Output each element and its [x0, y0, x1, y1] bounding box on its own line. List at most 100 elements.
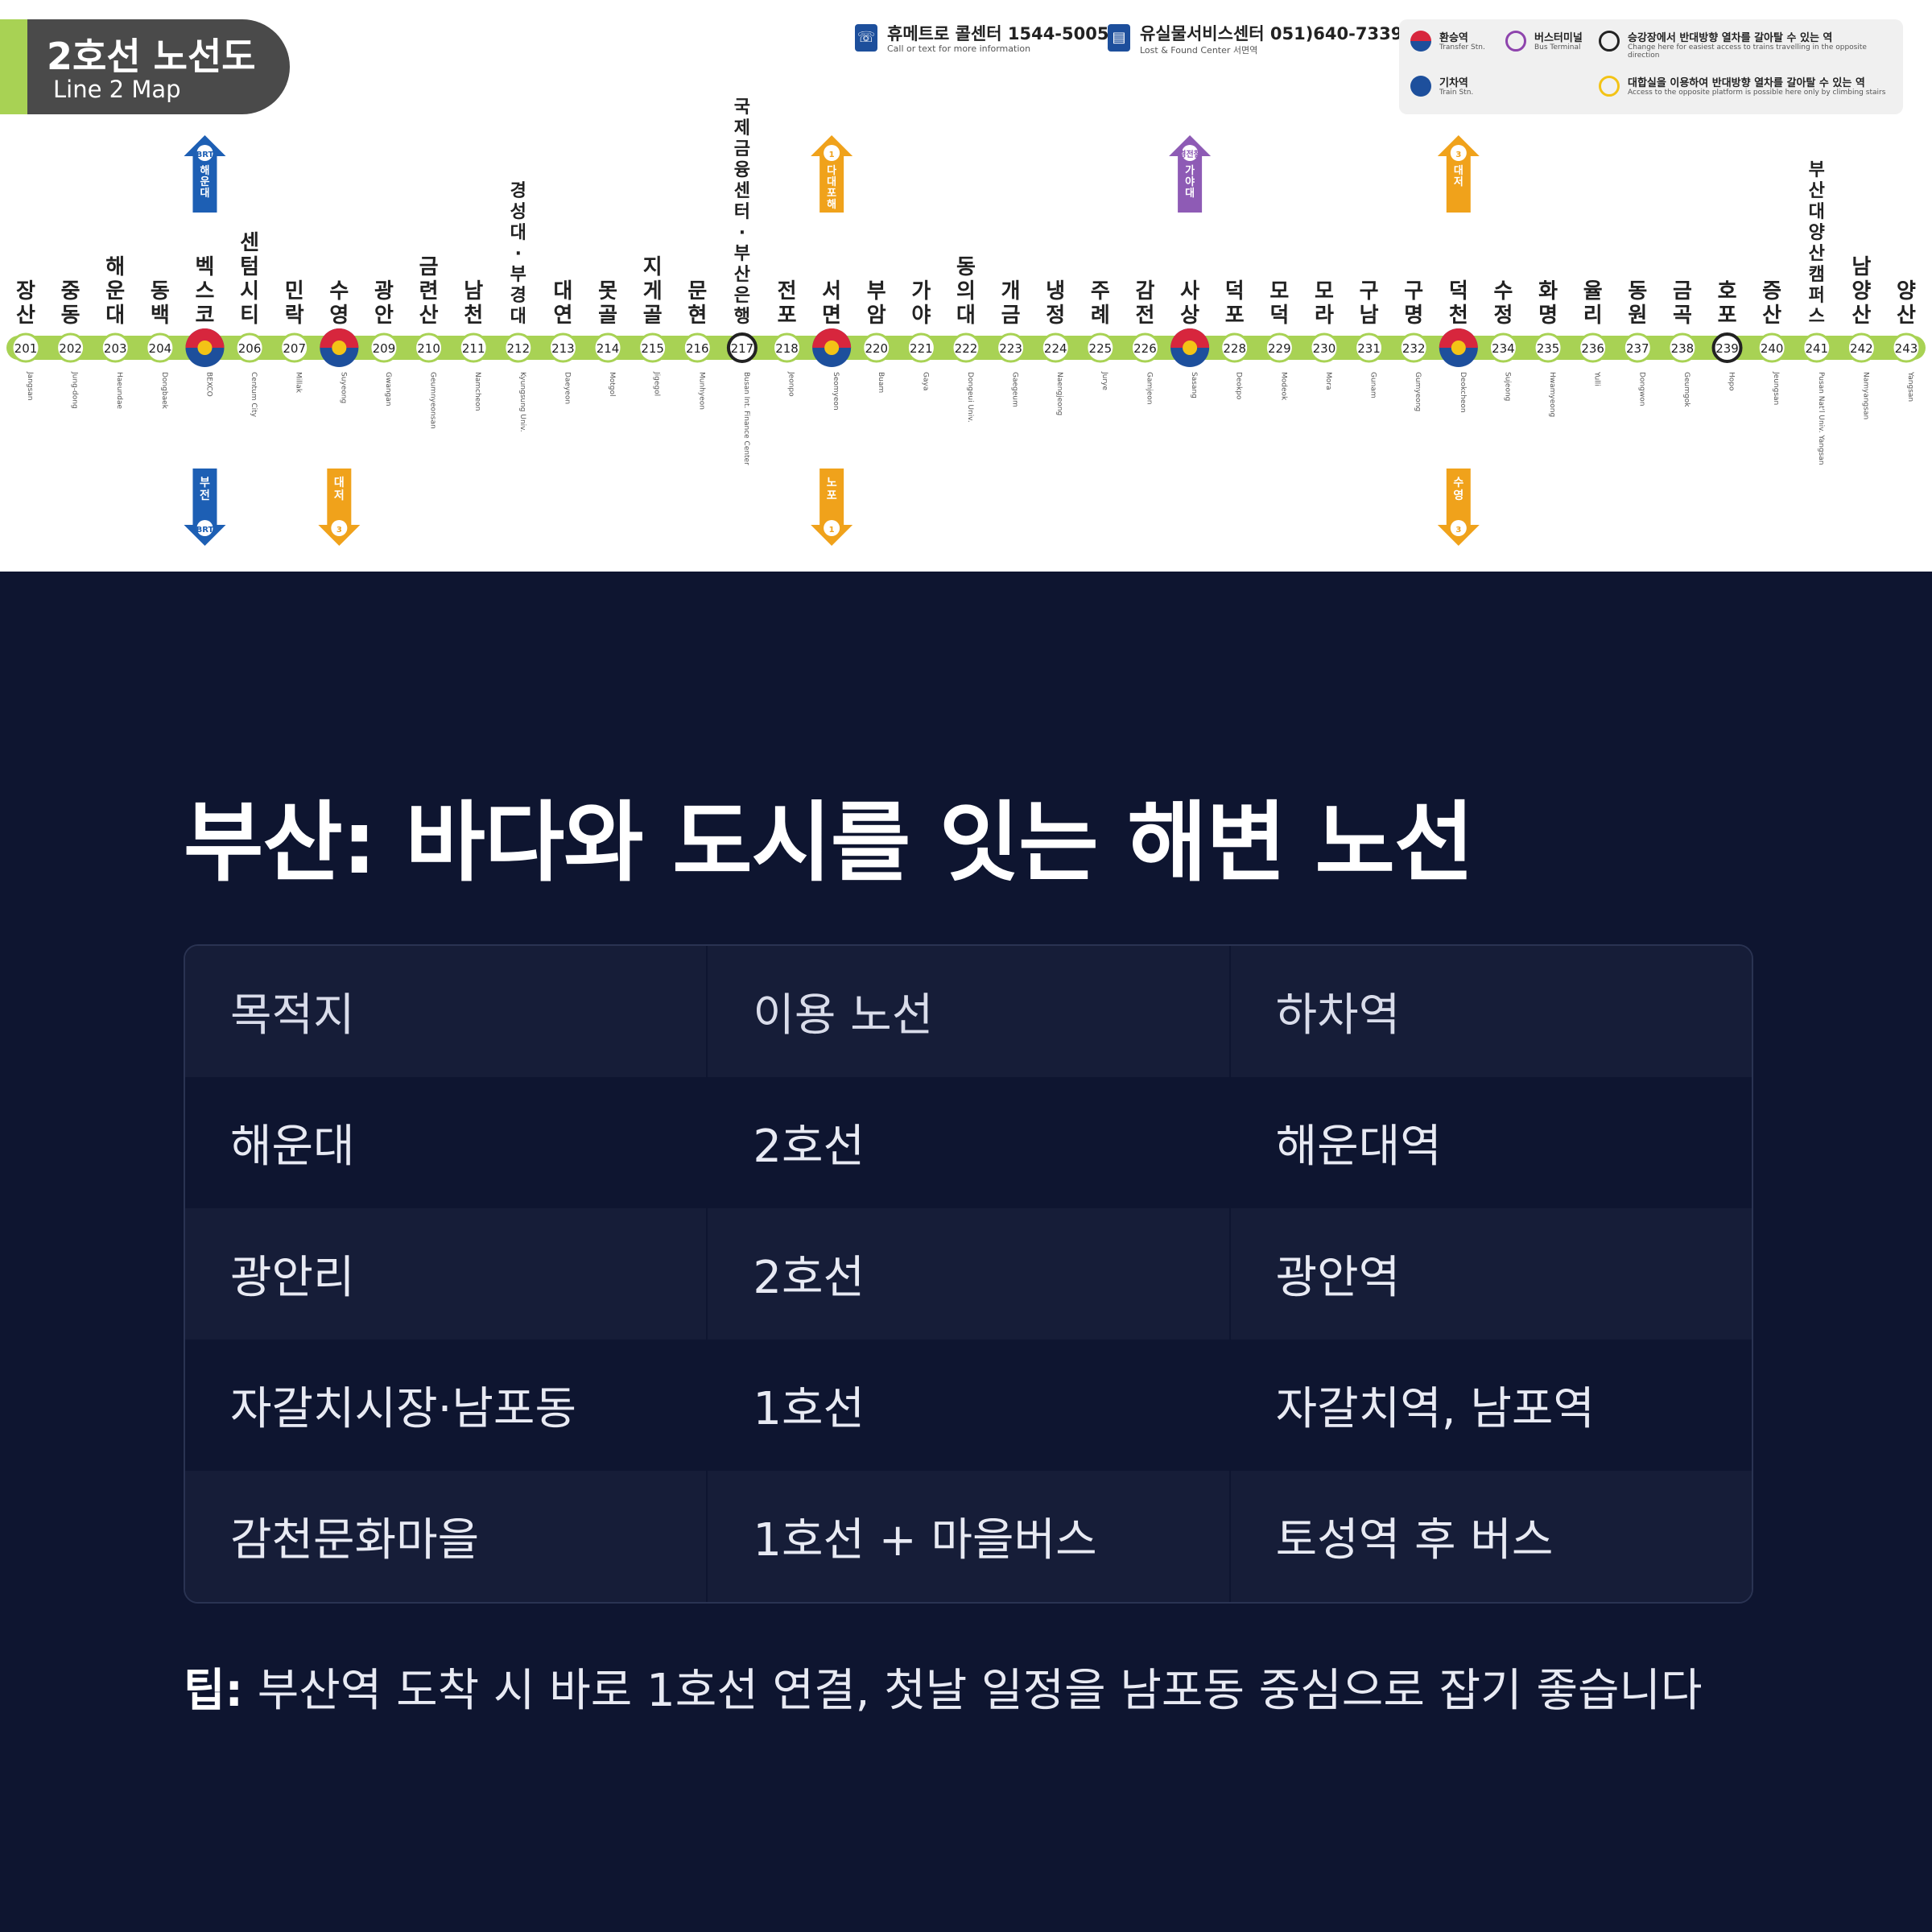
station-name-en: Dongbaek [160, 372, 168, 410]
cell-station: 토성역 후 버스 [1275, 1514, 1554, 1567]
station-name-en: Hwamyeong [1548, 372, 1556, 417]
map-legend: 환승역 Transfer Stn. 버스터미널 Bus Terminal 승강장… [1399, 19, 1903, 114]
station-name-en: Gunam [1369, 372, 1377, 398]
station-name-en: Centum City [250, 372, 258, 418]
station-name-en: Gamjeon [1145, 372, 1153, 405]
station-name-en: Jangsan [26, 371, 34, 401]
station-marker [1578, 332, 1608, 363]
phone-icon: ☏ [855, 24, 877, 52]
station-marker [145, 332, 175, 363]
station-name-en: Modeok [1279, 372, 1287, 401]
station-name-en: Jeonpo [787, 371, 795, 397]
station-marker [1264, 332, 1294, 363]
station-marker [1354, 332, 1385, 363]
line-badge-label: 3 [1455, 526, 1461, 535]
line-badge-label: 3 [336, 526, 342, 535]
station-name-en: Jurye [1100, 371, 1108, 390]
station-code: 238 [1671, 341, 1695, 356]
arrow-down-icon [184, 469, 226, 546]
station-marker [1085, 332, 1116, 363]
station-code: 204 [149, 341, 172, 356]
station-code: 202 [59, 341, 82, 356]
map-title-badge: 2호선 노선도 Line 2 Map [0, 19, 290, 114]
cell-destination: 자갈치시장·남포동 [185, 1340, 708, 1471]
line-badge-label: 1 [829, 151, 835, 159]
station-code: 206 [238, 341, 262, 356]
station-code: 230 [1313, 341, 1336, 356]
bus-terminal-icon [1505, 31, 1526, 52]
station-code: 243 [1895, 341, 1918, 356]
station-code: 231 [1357, 341, 1381, 356]
station-marker [1129, 332, 1160, 363]
transfer-center [332, 341, 347, 355]
station-marker [861, 332, 892, 363]
station-marker [10, 332, 41, 363]
station-code: 221 [910, 341, 933, 356]
destination-table: 목적지 이용 노선 하차역 해운대 2호선 해운대역 광안리 2호선 광안역 자… [184, 944, 1753, 1604]
cell-station: 해운대역 [1275, 1121, 1442, 1173]
line-badge-label: BRT [196, 151, 214, 159]
station-name-en: Gumyeong [1414, 372, 1422, 411]
line-badge [196, 520, 213, 536]
lost-found-label: 유실물서비스센터 051)640-7339 [1140, 24, 1403, 43]
station-marker [1891, 332, 1922, 363]
station-name-en: Deokcheon [1459, 372, 1467, 413]
page-headline: 부산: 바다와 도시를 잇는 해변 노선 [184, 793, 1474, 894]
station-code: 222 [955, 341, 978, 356]
station-marker [1533, 332, 1563, 363]
table-row: 감천문화마을 1호선 + 마을버스 토성역 후 버스 [185, 1471, 1752, 1602]
station-name-en: Namyangsan [1861, 372, 1869, 419]
station-marker [592, 332, 623, 363]
station-marker [1667, 332, 1698, 363]
station-name-en: Mora [1324, 372, 1332, 390]
station-marker [772, 332, 803, 363]
station-marker [906, 332, 936, 363]
arrow-up-icon [184, 135, 226, 213]
line-badge [1450, 520, 1467, 536]
station-code: 237 [1626, 341, 1649, 356]
station-code: 210 [417, 341, 440, 356]
station-code: 242 [1850, 341, 1873, 356]
station-name-en: Suyeong [339, 372, 347, 403]
station-name-en: Naengjeong [1055, 372, 1063, 415]
station-marker [1488, 332, 1518, 363]
station-code: 229 [1268, 341, 1291, 356]
cell-destination: 감천문화마을 [185, 1471, 708, 1602]
station-name-en: BEXCO [204, 372, 213, 397]
station-code: 235 [1537, 341, 1560, 356]
station-code: 209 [373, 341, 396, 356]
